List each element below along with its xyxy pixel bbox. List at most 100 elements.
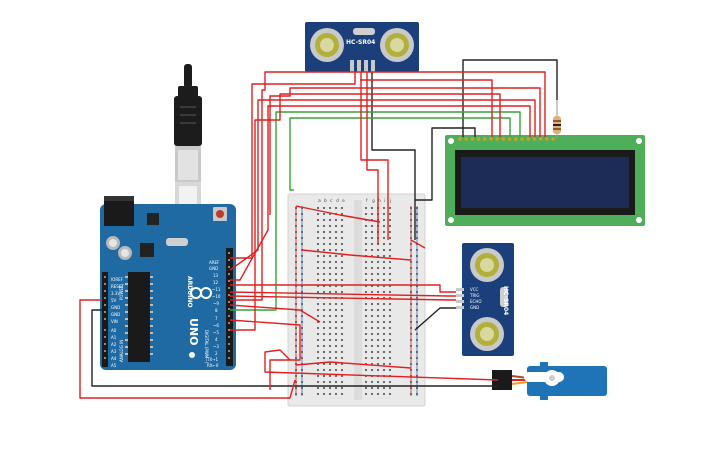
wire-red-13	[229, 295, 456, 301]
wire-red-20	[295, 361, 412, 369]
pin-label-5v: 5V	[111, 298, 117, 303]
pin-label-rx: RX←0	[207, 363, 219, 368]
pin-label-gnd-1: GND	[111, 305, 120, 310]
sensor-right-pin-trig: TRIG	[469, 293, 480, 298]
pin-label-a2: A2	[111, 342, 117, 347]
wire-red-7	[360, 79, 493, 137]
regulator	[147, 213, 159, 225]
bb-col-b-top: b	[324, 198, 327, 204]
pin-label-gnd: GND	[209, 266, 218, 271]
wire-green-2	[230, 111, 521, 311]
sensor-right-pin-gnd: GND	[470, 305, 479, 310]
wire-red-19	[410, 239, 426, 249]
pin-label-3v3: 3.3V	[111, 291, 120, 296]
wire-red-9	[269, 87, 541, 215]
arduino-model: UNO	[187, 318, 200, 346]
bb-col-h-top: h	[378, 198, 381, 204]
pin-label-13: 13	[213, 273, 219, 278]
wire-red-1	[230, 72, 356, 259]
pin-label-9: ~9	[213, 301, 219, 306]
atmega-chip	[128, 272, 150, 362]
arduino-logo-icon	[190, 287, 212, 299]
pin-label-12: 12	[213, 280, 219, 285]
lcd-screen	[461, 157, 629, 208]
bb-col-a-top: a	[318, 199, 321, 204]
pin-label-6: ~6	[213, 323, 219, 328]
bb-col-d-top: d	[336, 198, 339, 204]
wire-red-18	[301, 249, 412, 261]
wire-red-16	[264, 349, 499, 381]
bb-col-f-top: f	[366, 198, 368, 204]
pin-label-10: ~10	[212, 294, 221, 299]
pin-label-4: 4	[215, 337, 218, 342]
power-header[interactable]	[102, 272, 108, 328]
wire-black-sensor-gnd	[371, 72, 416, 240]
wire-black-lcd-top	[462, 59, 558, 137]
pin-label-a3: A3	[111, 349, 117, 354]
pin-label-tx: TX→1	[206, 357, 219, 362]
sensor-top-label: HC-SR04	[346, 39, 375, 46]
usb-chip	[140, 243, 154, 257]
pin-label-3: ~3	[213, 344, 219, 349]
wire-black-lcd-rw	[415, 127, 476, 201]
wire-red-8	[230, 93, 501, 331]
pin-label-5: ~5	[213, 330, 219, 335]
pin-label-a4: A4	[111, 356, 117, 361]
bb-col-c-top: c	[330, 199, 333, 204]
wires[interactable]	[79, 59, 558, 399]
bb-col-e-top: e	[342, 199, 345, 204]
pin-label-7: 7	[215, 316, 218, 321]
pin-label-11: ~11	[212, 287, 221, 292]
pin-label-ioref: IOREF	[111, 277, 124, 282]
sensor-right-label: HC-SR04	[502, 286, 509, 315]
wire-red-17	[295, 205, 381, 223]
wire-red-14	[229, 304, 321, 323]
crystal	[166, 238, 188, 246]
sensor-right-crystal	[500, 287, 508, 307]
pin-label-8: 8	[215, 308, 218, 313]
wire-green-1	[289, 117, 511, 191]
sensor-right-pin-echo: ECHO	[470, 299, 481, 304]
pin-label-a5: A5	[111, 363, 117, 368]
pin-label-gnd-2: GND	[111, 312, 120, 317]
digital-header[interactable]	[226, 248, 233, 366]
servo-connector	[492, 370, 512, 390]
wire-red-3	[366, 72, 379, 244]
bb-col-i-top: i	[384, 198, 385, 204]
section-label-power: POWER	[119, 285, 124, 300]
pin-label-2: 2	[215, 351, 218, 356]
wire-red-10	[229, 319, 301, 390]
micro-servo[interactable]	[492, 362, 607, 400]
arduino-uno-board[interactable]: ARDUINO UNO AREF GND 13 12 ~11 ~10 ~9 8	[100, 196, 236, 370]
arduino-brand: ARDUINO	[186, 276, 193, 307]
lcd-16x2[interactable]	[445, 135, 645, 226]
wire-red-15	[79, 299, 296, 399]
sensor-top-crystal	[353, 28, 375, 35]
wire-black-arduino-gnd	[91, 309, 498, 387]
usb-cable-icon[interactable]	[174, 64, 202, 222]
wire-red-12	[229, 291, 456, 297]
pin-label-a0: A0	[111, 328, 117, 333]
lcd-pins[interactable]	[458, 137, 555, 141]
ultrasonic-sensor-top[interactable]: HC-SR04	[305, 22, 419, 72]
wire-black-sensor-right-gnd	[414, 307, 456, 331]
wire-red-4	[230, 71, 546, 301]
pin-label-a1: A1	[111, 335, 117, 340]
analog-header[interactable]	[102, 325, 108, 367]
resistor	[553, 100, 561, 138]
bb-col-g-top: g	[372, 199, 375, 204]
pin-label-vin: VIN	[111, 319, 118, 324]
ultrasonic-sensor-right[interactable]: HC-SR04 VCC TRIG ECHO GND	[456, 243, 514, 356]
breadboard-holes[interactable]	[295, 207, 418, 395]
wire-red-2	[360, 72, 389, 240]
pin-label-reset: RESET	[111, 284, 124, 289]
sensor-right-pin-vcc: VCC	[470, 287, 479, 292]
breadboard-center-channel	[354, 200, 362, 400]
breadboard[interactable]: a b c d e f g h i j	[287, 193, 426, 407]
section-label-digital: DIGITAL (PWM~)	[204, 330, 209, 364]
wire-red-11	[230, 284, 456, 293]
bb-col-j-top: j	[389, 198, 391, 204]
wire-red-6	[230, 105, 531, 281]
pin-label-aref: AREF	[209, 260, 220, 265]
